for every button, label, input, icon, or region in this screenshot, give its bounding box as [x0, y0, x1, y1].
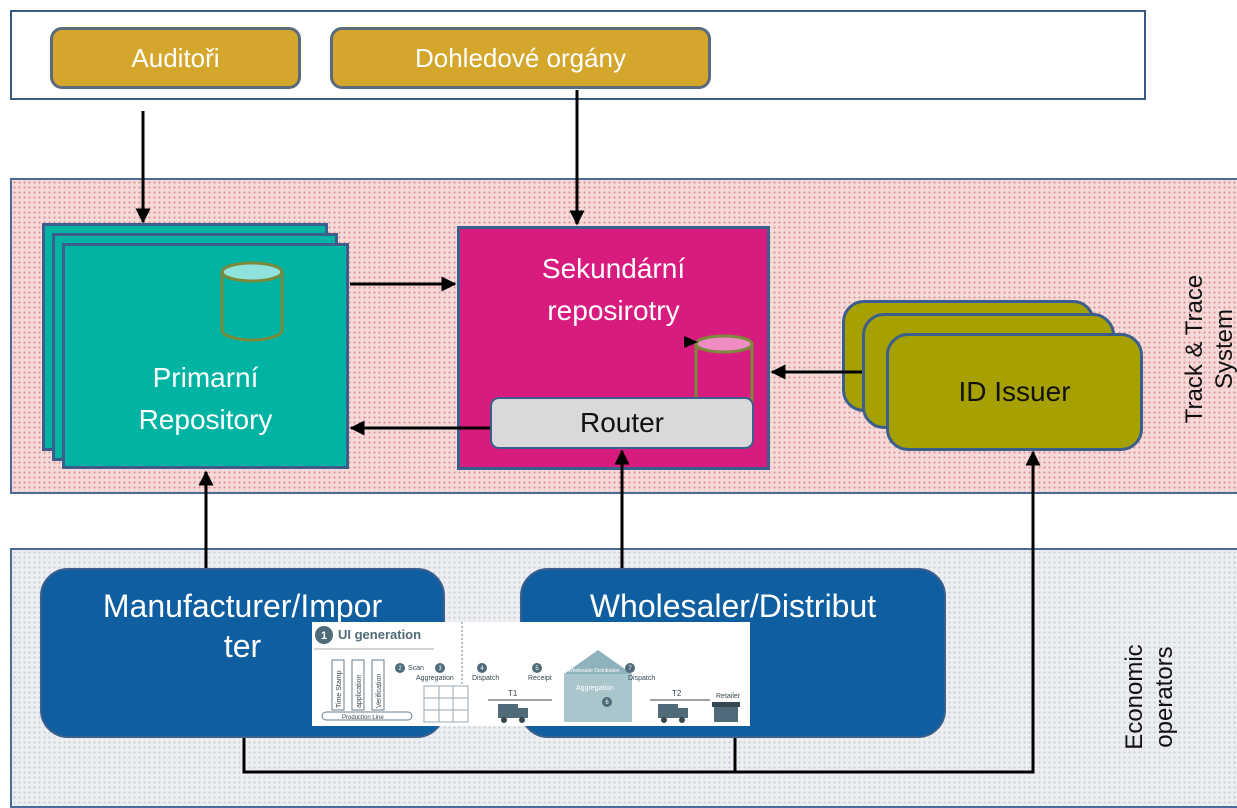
- inset-step-production-line: Production Line: [342, 715, 384, 721]
- inset-title: UI generation: [338, 627, 421, 642]
- primary-repository-line1: Primarní: [152, 362, 259, 393]
- auditors-box: Auditoři: [50, 27, 301, 89]
- id-issuer-label: ID Issuer: [958, 376, 1071, 407]
- supervisors-box: Dohledové orgány: [330, 27, 711, 89]
- inset-step-dispatch-2: Dispatch: [628, 675, 655, 682]
- primary-database-icon: [220, 261, 284, 342]
- supply-chain-inset-image: 1 UI generation Time Stamp application V…: [312, 622, 750, 726]
- inset-step-application: application: [356, 674, 363, 708]
- supply-chain-illustration: 1 UI generation Time Stamp application V…: [314, 622, 741, 723]
- supervisors-label: Dohledové orgány: [414, 42, 627, 73]
- primary-repo-card-front: [62, 243, 349, 469]
- inset-step-verification: Verification: [376, 674, 383, 708]
- secondary-repository-line2: reposirotry: [547, 295, 680, 326]
- secondary-repository-label: Sekundární reposirotry: [457, 248, 770, 332]
- wholesaler-line1: Wholesaler/Distribut: [589, 588, 877, 624]
- manufacturer-line1: Manufacturer/Impor: [102, 588, 383, 624]
- inset-step-receipt: Receipt: [528, 675, 552, 682]
- inset-step-num-6: 6: [605, 700, 609, 706]
- inset-step-t1: T1: [508, 689, 518, 698]
- manufacturer-line2: ter: [223, 628, 262, 664]
- inset-step-timestamp: Time Stamp: [336, 670, 343, 708]
- inset-step-num-4: 4: [480, 666, 484, 672]
- inset-badge: 1: [321, 630, 327, 642]
- auditors-label: Auditoři: [131, 42, 220, 73]
- router-box: Router: [490, 397, 754, 449]
- inset-step-num-7: 7: [628, 666, 632, 672]
- inset-step-aggregation: Aggregation: [416, 675, 454, 682]
- inset-step-num-5: 5: [535, 666, 539, 672]
- inset-step-wholesaler-distribution: Wholesaler Distribution: [568, 668, 620, 674]
- inset-step-retailer: Retailer: [716, 693, 741, 700]
- inset-step-aggregation-2: Aggregation: [576, 685, 614, 692]
- primary-repository-line2: Repository: [138, 404, 273, 435]
- id-issuer-box: ID Issuer: [886, 333, 1143, 451]
- inset-step-num-2: 2: [398, 666, 402, 672]
- router-label: Router: [579, 407, 665, 438]
- inset-step-scan: Scan: [408, 665, 424, 672]
- secondary-repository-line1: Sekundární: [541, 253, 686, 284]
- inset-step-t2: T2: [672, 689, 682, 698]
- inset-step-num-3: 3: [438, 666, 442, 672]
- primary-repository-label: Primarní Repository: [62, 357, 349, 441]
- arrow-operators-to-idissuer: [242, 450, 1041, 774]
- inset-step-dispatch-1: Dispatch: [472, 675, 499, 682]
